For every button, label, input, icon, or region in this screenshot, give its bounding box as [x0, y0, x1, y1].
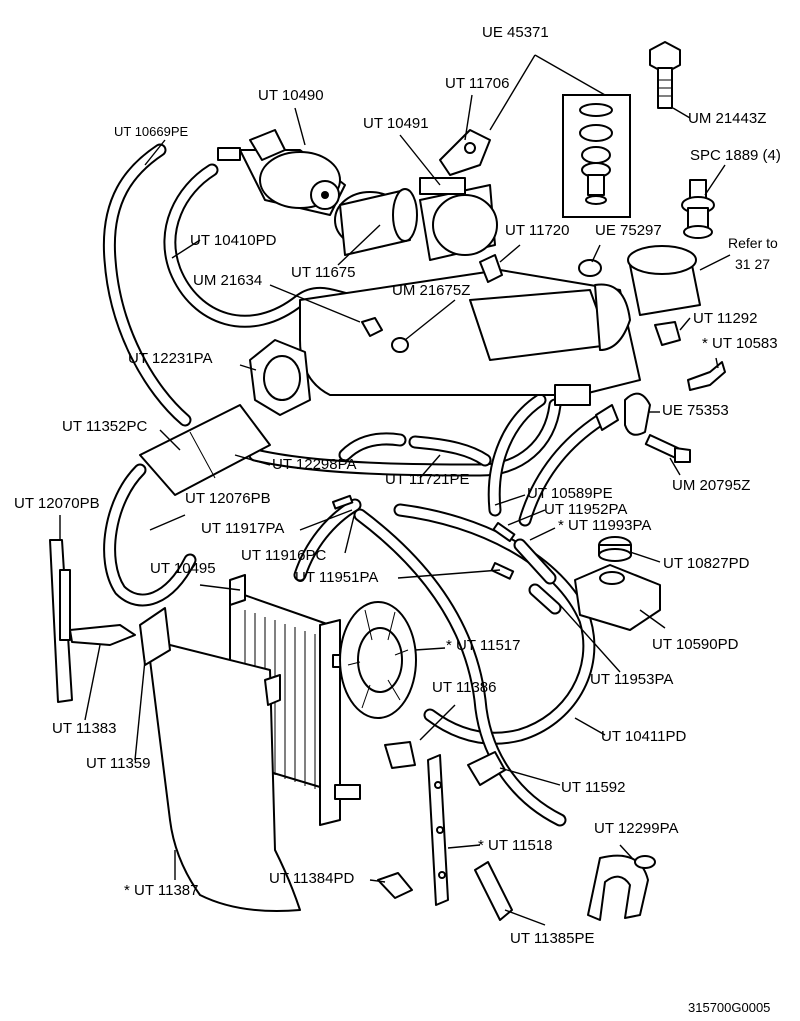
label-ut-10495: UT 10495 — [150, 560, 216, 577]
label-um-21634: UM 21634 — [193, 272, 263, 289]
sleeve-refer — [627, 245, 701, 316]
label-ut-11953pa: UT 11953PA — [590, 671, 674, 688]
label-ut-10410pd: UT 10410PD — [190, 232, 277, 249]
bracket-ut-11383 — [69, 624, 136, 646]
label-ue-75297: UE 75297 — [595, 222, 662, 239]
clip-ut-11720 — [479, 254, 503, 283]
bracket-ut-11518 — [427, 754, 449, 906]
label-ut-11916pc: UT 11916PC — [241, 547, 327, 564]
bracket-ut-11706 — [439, 129, 491, 176]
bolt-um-20795z — [644, 434, 691, 463]
fitting-um-21634 — [361, 317, 383, 337]
label-ut-11592: UT 11592 — [561, 779, 626, 796]
label-ut-11385pe: UT 11385PE — [510, 930, 595, 947]
blower-motor-ut-10490 — [217, 129, 346, 216]
cap-ut-10827pd — [598, 536, 632, 562]
hose-ut-10411pd — [353, 503, 596, 827]
label-ut-11675: UT 11675 — [291, 264, 356, 281]
label-ut-12076pb: UT 12076PB — [185, 490, 271, 507]
label-ut-11720: UT 11720 — [505, 222, 570, 239]
label-ue-45371: UE 45371 — [482, 24, 549, 41]
label-refer-to-2: 31 27 — [735, 256, 771, 272]
connector-ut-11952pa — [492, 522, 516, 543]
hose-ut-11721pe — [338, 432, 492, 467]
label-ut-11387: * UT 11387 — [124, 882, 199, 899]
strap-ut-11385pe — [474, 861, 513, 921]
bracket-ut-11386 — [384, 741, 416, 769]
label-ue-75353: UE 75353 — [662, 402, 729, 419]
label-ut-11993pa: * UT 11993PA — [558, 517, 652, 534]
label-ut-10491: UT 10491 — [363, 115, 429, 132]
flange-ut-12231pa — [249, 339, 311, 416]
bracket-ut-11384pd — [377, 872, 413, 899]
drawing-number: 315700G0005 — [688, 1000, 771, 1015]
mount-kit-ue-45371 — [562, 94, 631, 218]
label-ut-11383: UT 11383 — [52, 720, 117, 737]
label-ut-12231pa: UT 12231PA — [128, 350, 213, 367]
hose-ut-11993pa — [513, 538, 562, 615]
fan-ut-11517 — [339, 601, 417, 719]
hose-left-loop — [103, 463, 197, 607]
stud-spc-1889 — [681, 179, 715, 239]
label-ut-11952pa: UT 11952PA — [544, 501, 628, 518]
hose-ut-12298pa — [248, 398, 562, 477]
label-ut-11384pd: UT 11384PD — [269, 870, 355, 887]
label-refer-to-1: Refer to — [728, 235, 778, 251]
label-um-21443z: UM 21443Z — [688, 110, 767, 127]
leader-lines — [59, 54, 731, 926]
hose-ut-10410pd — [163, 163, 362, 328]
reservoir-ut-10590pd — [574, 564, 661, 631]
label-ut-10583: * UT 10583 — [702, 335, 778, 352]
connector-ut-11951pa — [490, 561, 515, 580]
label-ut-11292: UT 11292 — [693, 310, 758, 327]
label-ut-10589pe: UT 10589PE — [527, 485, 613, 502]
bracket-ut-11292 — [654, 321, 681, 346]
label-spc-1889: SPC 1889 (4) — [690, 147, 781, 164]
clip-ue-75353 — [624, 392, 651, 436]
nut-ue-75297 — [578, 259, 602, 277]
label-ut-10827pd: UT 10827PD — [663, 555, 750, 572]
label-ut-11517: * UT 11517 — [446, 637, 521, 654]
label-ut-10590pd: UT 10590PD — [652, 636, 739, 653]
clamp-ut-10491 — [419, 177, 498, 261]
elbow-fitting — [595, 404, 619, 431]
duct-ut-11352pc — [139, 404, 271, 496]
label-ut-11359: UT 11359 — [86, 755, 151, 772]
hose-ut-10669pe — [102, 143, 192, 427]
label-ut-12299pa: UT 12299PA — [594, 820, 679, 837]
label-ut-12298pa: UT 12298PA — [272, 456, 357, 473]
label-ut-11386: UT 11386 — [432, 679, 497, 696]
label-ut-11951pa: UT 11951PA — [295, 569, 379, 586]
label-ut-11518: * UT 11518 — [478, 837, 553, 854]
hose-ut-10589pe — [487, 393, 607, 527]
label-ut-10490: UT 10490 — [258, 87, 324, 104]
label-ut-12070pb: UT 12070PB — [14, 495, 100, 512]
label-ut-10411pd: UT 10411PD — [601, 728, 687, 745]
label-um-20795z: UM 20795Z — [672, 477, 751, 494]
bracket-ut-12070pb — [49, 539, 73, 703]
label-um-21675z: UM 21675Z — [392, 282, 471, 299]
label-ut-11917pa: UT 11917PA — [201, 520, 285, 537]
label-ut-11721pe: UT 11721PE — [385, 471, 470, 488]
bracket-ut-10583 — [687, 361, 726, 391]
label-ut-10669pe: UT 10669PE — [114, 124, 189, 139]
shroud-ut-11387 — [139, 607, 301, 912]
clamp-ut-11675 — [334, 188, 418, 256]
clamp-ut-12299pa — [587, 854, 656, 921]
bolt-um-21443z — [649, 41, 681, 109]
label-ut-11706: UT 11706 — [445, 75, 510, 92]
heater-body — [299, 269, 641, 406]
label-ut-11352pc: UT 11352PC — [62, 418, 148, 435]
pipe-ut-11916pc — [293, 498, 362, 582]
ring-um-21675z — [391, 337, 409, 353]
connector-ut-11917pa — [332, 494, 354, 510]
